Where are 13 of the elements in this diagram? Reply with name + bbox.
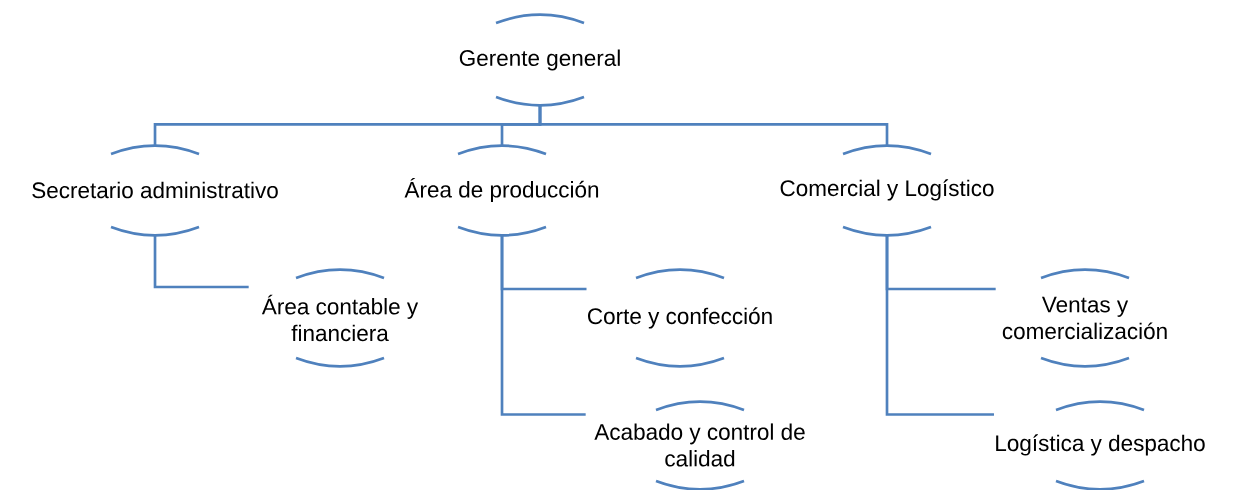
connector-line: [885, 234, 994, 416]
connector-line: [500, 234, 586, 416]
org-box: Ventas y comercialización: [1002, 268, 1167, 368]
org-box: Área contable y financiera: [261, 268, 419, 368]
org-box: Corte y confección: [588, 268, 772, 368]
org-box: Área de producción: [404, 144, 599, 237]
org-box: Gerente general: [459, 13, 620, 107]
org-box: Acabado y control de calidad: [594, 400, 805, 490]
connector-line: [153, 234, 249, 289]
org-box: Comercial y Logístico: [780, 144, 994, 237]
org-box: Secretario administrativo: [32, 144, 278, 237]
connector-line: [538, 105, 889, 146]
org-box: Logística y despacho: [996, 400, 1205, 490]
